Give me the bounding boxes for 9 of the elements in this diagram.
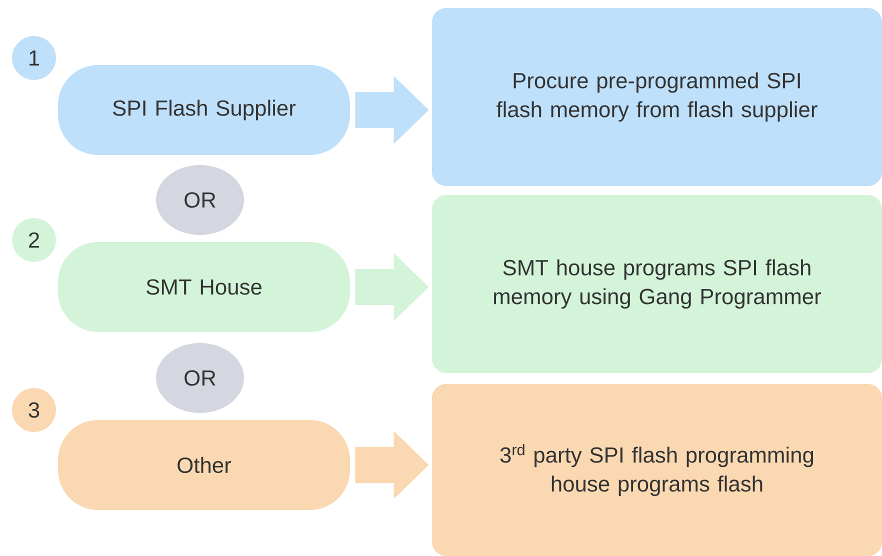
block-arrow <box>355 431 429 499</box>
block-arrow <box>355 76 429 144</box>
process-box: Procure pre-programmed SPI flash memory from flash supplier <box>432 8 882 186</box>
process-box: SMT house programs SPI flash memory using Gang Programmer <box>432 195 882 373</box>
source-pill: SPI Flash Supplier <box>58 65 350 155</box>
process-box: 3$^{rd}$ party SPI flash programming house programs flash <box>432 384 882 556</box>
block-arrow <box>355 253 429 321</box>
source-pill: Other <box>58 420 350 510</box>
source-pill: SMT House <box>58 242 350 332</box>
